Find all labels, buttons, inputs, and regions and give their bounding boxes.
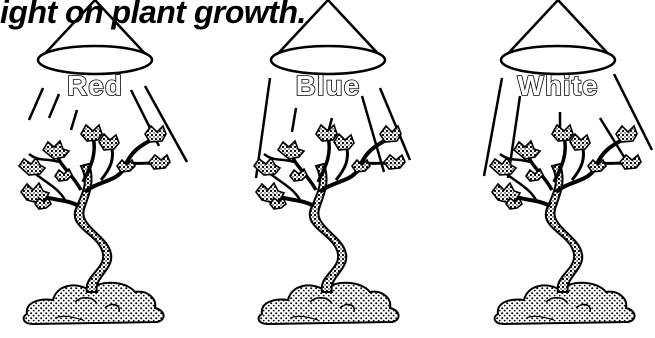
- bonsai-plant-blue: [254, 125, 405, 324]
- bonsai-plant-red: [19, 125, 170, 324]
- lamp-label-red: Red: [35, 70, 155, 102]
- lamp-white-unit: [484, 0, 652, 324]
- lamp-shade-blue: [271, 0, 385, 74]
- lamp-shade-white: [501, 0, 615, 74]
- lamp-red-unit: [19, 0, 187, 324]
- lamp-label-white: White: [498, 70, 618, 102]
- lamp-shade-red: [38, 0, 152, 74]
- lamp-blue-unit: [254, 0, 410, 324]
- lamp-label-blue: Blue: [268, 70, 388, 102]
